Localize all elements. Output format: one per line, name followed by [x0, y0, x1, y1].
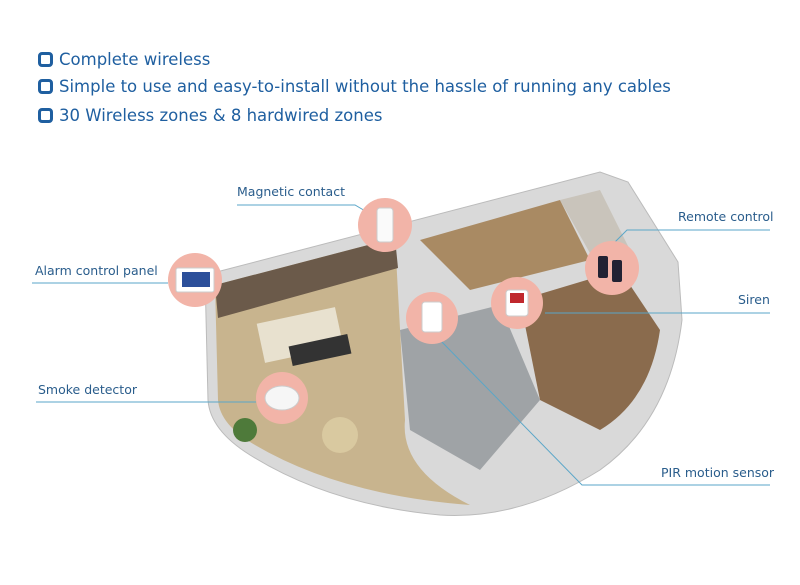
remote-control-icon [598, 256, 608, 278]
label-pir-motion-sensor: PIR motion sensor [661, 465, 775, 480]
magnetic-contact-icon [376, 207, 394, 243]
label-smoke-detector: Smoke detector [38, 382, 137, 397]
kitchen [400, 305, 540, 470]
feature-item: 30 Wireless zones & 8 hardwired zones [38, 106, 382, 125]
bedroom-right [520, 270, 660, 430]
pir-sensor-icon [421, 301, 443, 333]
bullet-icon [38, 108, 53, 123]
leader-remote [611, 229, 770, 246]
leader-pir [439, 339, 770, 486]
bullet-icon [38, 52, 53, 67]
living-room [215, 238, 470, 505]
bedroom-top [420, 200, 590, 290]
smoke-detector-icon [264, 385, 300, 411]
label-alarm-control-panel: Alarm control panel [35, 263, 158, 278]
feature-text: Complete wireless [59, 50, 211, 69]
label-magnetic-contact: Magnetic contact [237, 184, 345, 199]
feature-text: Simple to use and easy-to-install withou… [59, 77, 671, 96]
feature-item: Simple to use and easy-to-install withou… [38, 77, 671, 96]
label-siren: Siren [738, 292, 770, 307]
feature-text: 30 Wireless zones & 8 hardwired zones [59, 106, 383, 125]
leader-magnetic [237, 204, 373, 216]
label-remote-control: Remote control [678, 209, 774, 224]
feature-item: Complete wireless [38, 50, 210, 69]
bullet-icon [38, 79, 53, 94]
